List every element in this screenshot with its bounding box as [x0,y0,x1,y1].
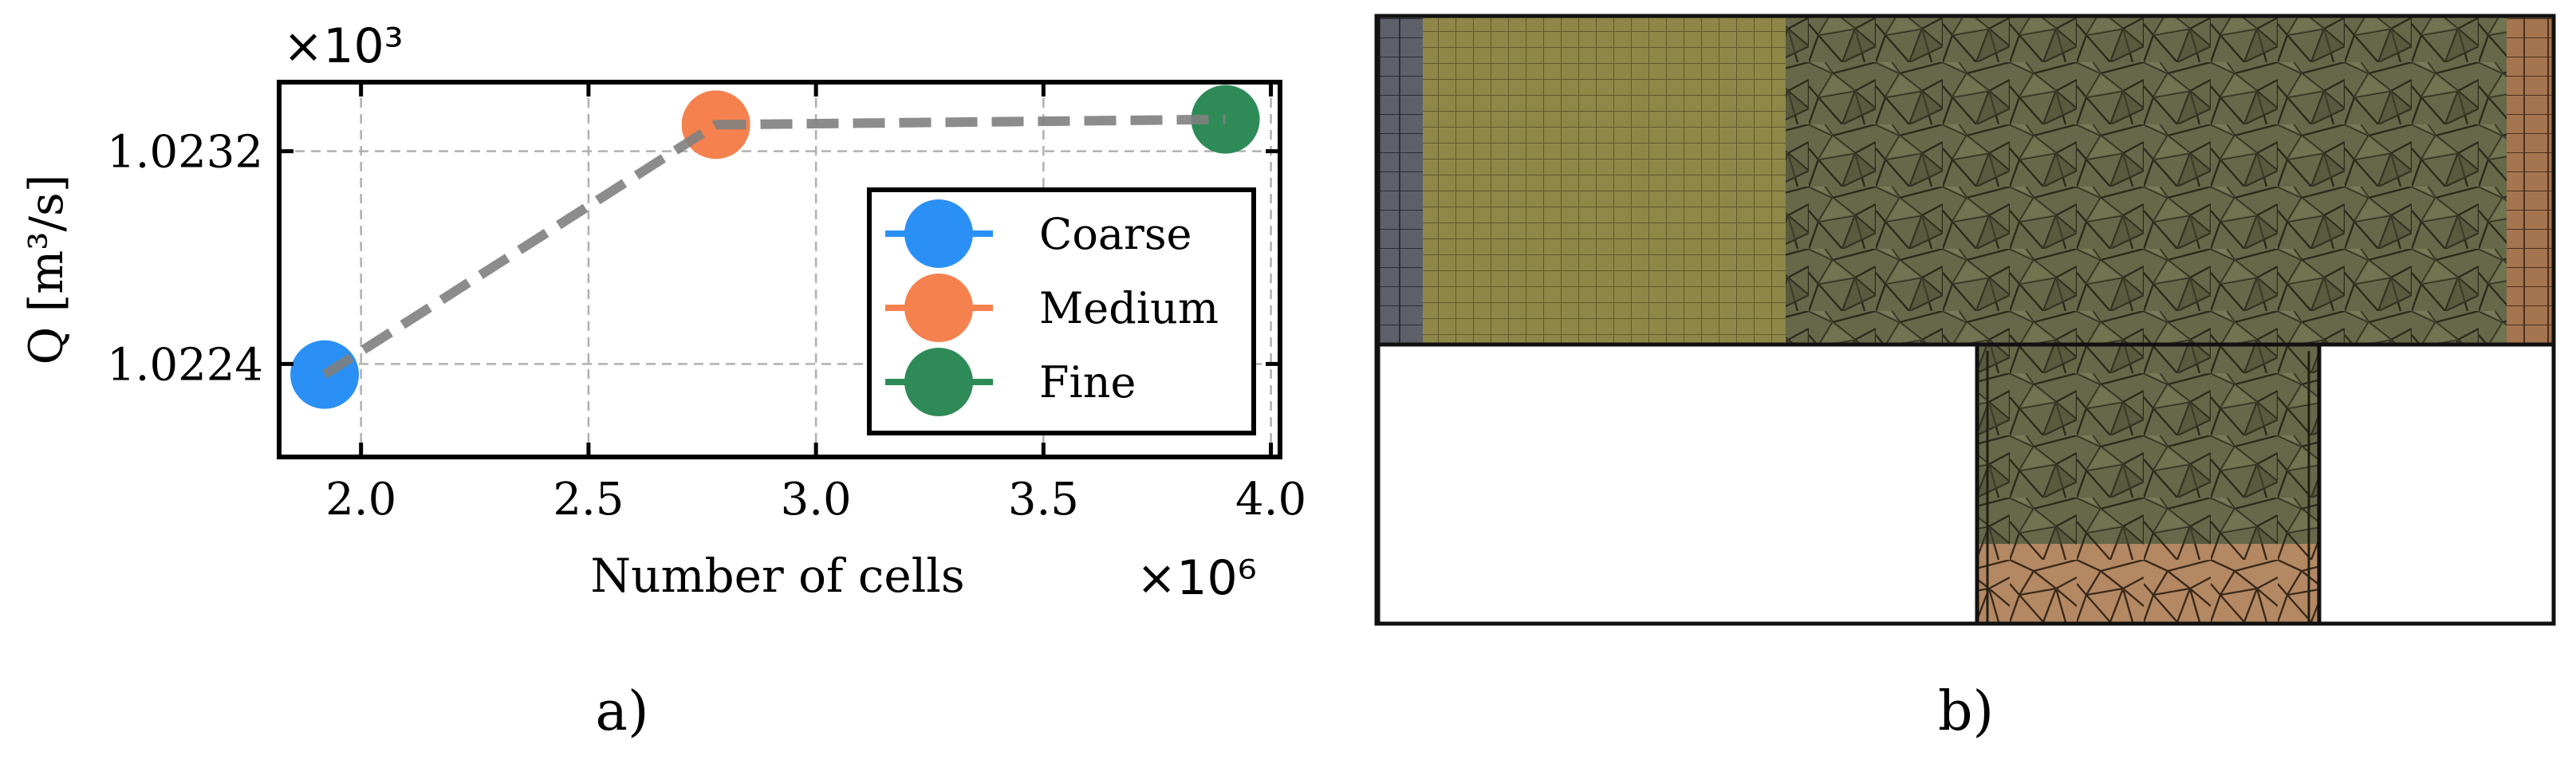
panel-b-label: b) [1938,680,1994,743]
x-tick-label: 4.0 [1235,474,1306,526]
panel-a-label: a) [595,680,648,743]
plot-frame [277,80,1282,459]
x-axis-label: Number of cells [590,549,964,603]
trend-line [321,114,1226,379]
mesh-tetra-region [1786,18,2507,625]
y-axis-label: Q [m³/s] [19,175,73,365]
x-tick-labels: 2.0 2.5 3.0 3.5 4.0 [325,474,1306,526]
axis-ticks [279,82,1280,457]
mesh-structured-block [1423,18,1786,343]
trend-line-path [321,114,1226,379]
mesh-side-strip-left [1378,18,1423,343]
y-multiplier: ×10³ [283,18,404,74]
legend-marker-fine [904,348,973,416]
mesh-frame [1374,14,2556,626]
x-tick-label: 2.0 [325,474,396,526]
mesh-view: b) [1374,14,2556,743]
legend-marker-coarse [904,199,973,268]
mesh-outlet-patch [1977,544,2319,625]
x-tick-label: 3.5 [1008,474,1079,526]
x-tick-label: 2.5 [553,474,624,526]
y-tick-label: 1.0224 [107,339,263,391]
legend-label-medium: Medium [1039,283,1219,333]
x-multiplier: ×10⁶ [1136,550,1257,606]
y-tick-label: 1.0232 [107,127,263,179]
legend-marker-medium [904,274,973,342]
mesh-side-strip-right [2507,18,2552,343]
x-tick-label: 3.0 [781,474,852,526]
convergence-chart: 2.0 2.5 3.0 3.5 4.0 1.0224 1.0232 ×10³ ×10⁶ N… [19,18,1306,743]
legend-label-coarse: Coarse [1039,209,1192,259]
legend-label-fine: Fine [1039,357,1136,408]
y-tick-labels: 1.0224 1.0232 [107,127,263,392]
